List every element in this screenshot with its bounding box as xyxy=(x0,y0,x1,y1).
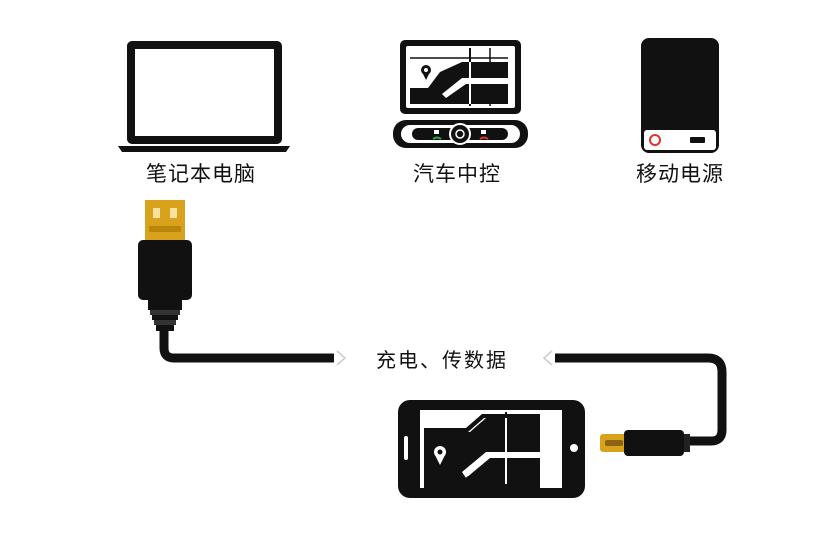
usb-c-plug-icon xyxy=(600,430,690,456)
map-pin-icon xyxy=(421,65,431,80)
usb-port-icon xyxy=(690,137,705,143)
power-bank-icon xyxy=(641,38,719,153)
phone-map-display xyxy=(424,412,540,488)
call-answer-icon xyxy=(432,136,442,140)
car-console-icon xyxy=(393,40,528,148)
laptop-icon xyxy=(118,41,290,152)
call-hangup-icon xyxy=(479,136,489,140)
power-led-icon xyxy=(649,134,661,146)
usb-a-plug-icon xyxy=(138,200,192,331)
car-map-display xyxy=(410,48,508,106)
map-pin-icon xyxy=(434,446,446,465)
smartphone-map-icon xyxy=(398,400,585,498)
power-bank-label: 移动电源 xyxy=(636,162,724,186)
cable-function-label: 充电、传数据 xyxy=(376,348,508,372)
car-console-label: 汽车中控 xyxy=(413,162,501,186)
usb-cable xyxy=(159,328,727,446)
laptop-label: 笔记本电脑 xyxy=(146,162,256,186)
